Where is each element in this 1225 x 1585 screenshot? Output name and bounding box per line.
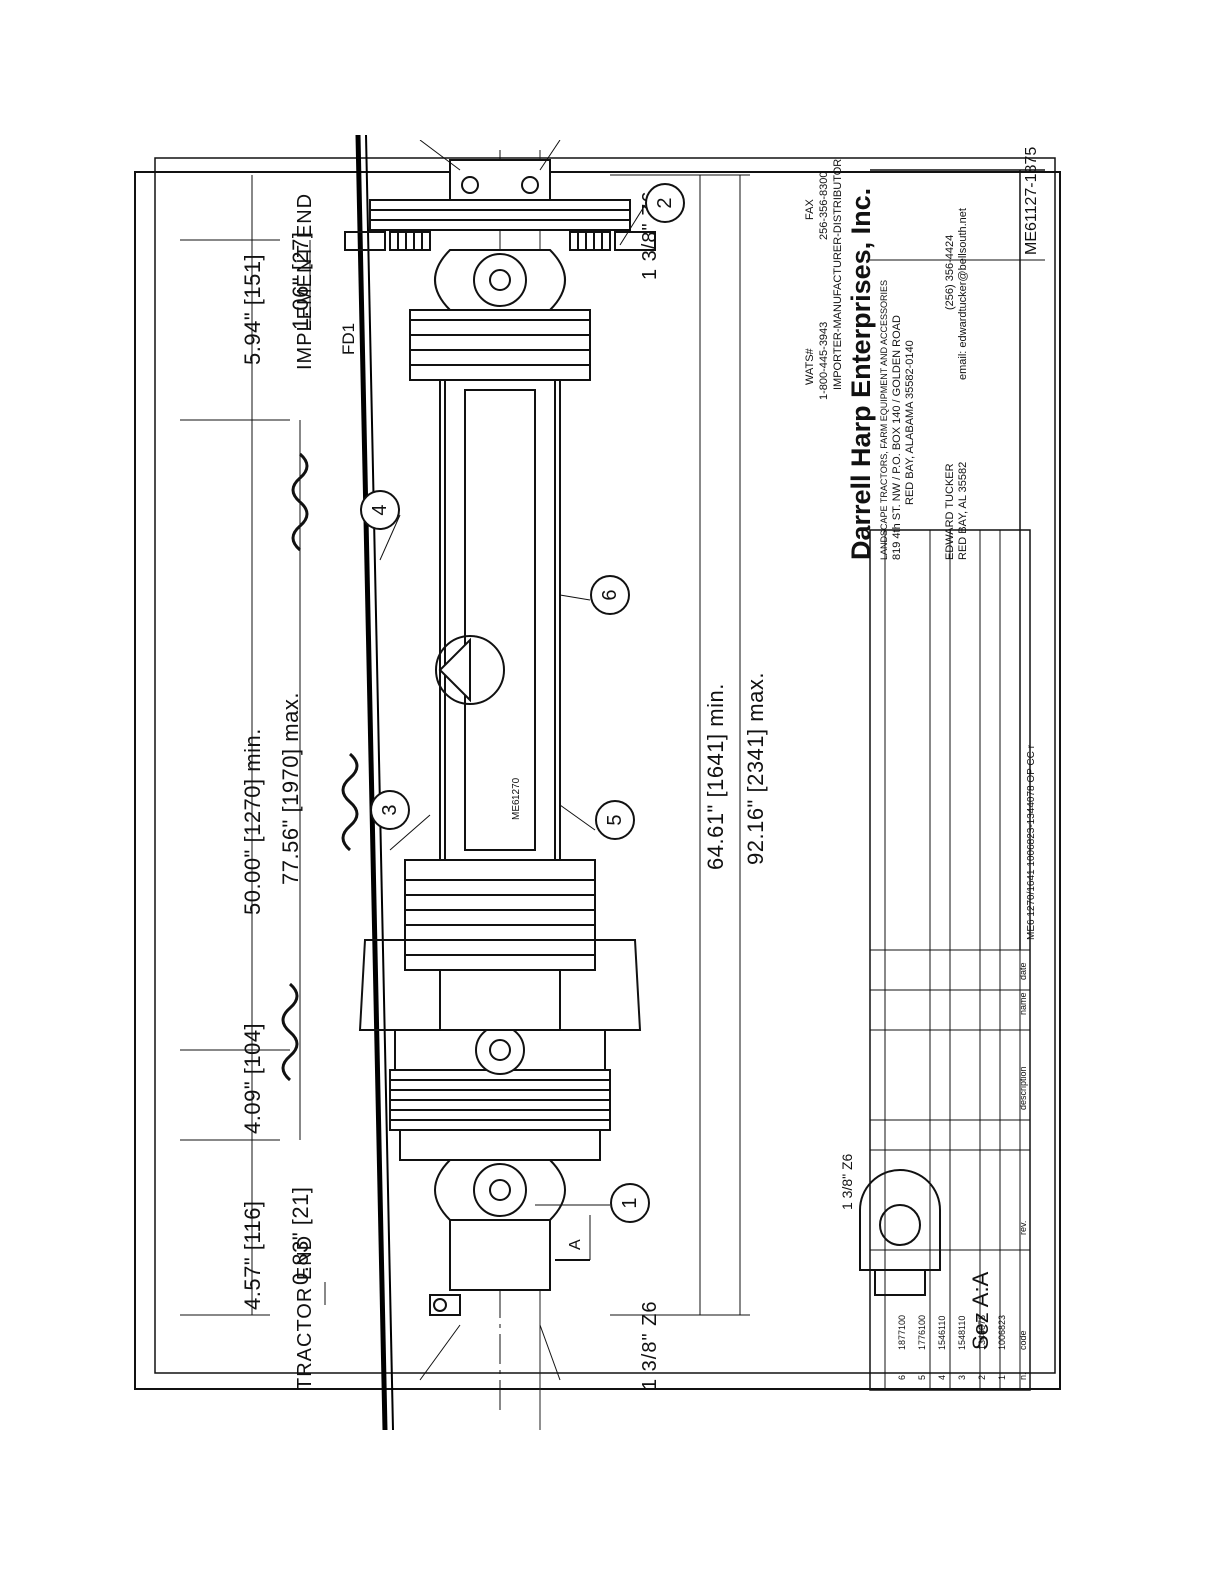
wats-number: 1-800-445-3943	[818, 321, 830, 400]
rotated-drawing: 4.57" [116] 4.09" [104] 50.00" [1270] mi…	[140, 140, 1050, 1410]
table-row-5-code: 1776100	[917, 1314, 927, 1350]
part-string: ME6 1270/1641 1006823-1344078 OP CC r	[1026, 745, 1037, 940]
dim-5-94: 5.94" [151]	[240, 253, 265, 365]
table-row-1-code: 1006823	[997, 1314, 1007, 1350]
table-header-name: name	[1018, 992, 1028, 1015]
company-address-2: RED BAY, ALABAMA 35582-0140	[904, 340, 916, 505]
fax-label: FAX	[804, 199, 816, 220]
company-address-1: 819 4th ST. NW / P.O. BOX 140 / GOLDEN R…	[891, 315, 903, 560]
table-row-1-n: 1	[997, 1374, 1007, 1380]
spline-left-label: 1 3/8" Z6	[639, 1300, 661, 1390]
wats-label: WATS#	[804, 348, 816, 385]
table-header-n: n.	[1018, 1372, 1028, 1380]
company-name: Darrell Harp Enterprises, Inc.	[846, 187, 876, 560]
scan-line	[355, 134, 388, 1431]
tube-label-1: ME6	[511, 799, 522, 820]
table-header-code: code	[1018, 1330, 1028, 1350]
table-row-2-n: 2	[977, 1374, 987, 1380]
dim-77-56: 77.56" [1970] max.	[278, 692, 303, 885]
balloon-3: 3	[370, 790, 410, 830]
dim-4-57: 4.57" [116]	[240, 1200, 265, 1310]
balloon-4: 4	[360, 490, 400, 530]
dim-64-61: 64.61" [1641] min.	[703, 683, 728, 870]
implement-end-label: IMPLEMENT END	[294, 192, 316, 370]
contact-phone: (256) 356-4424	[944, 234, 956, 310]
balloon-5: 5	[595, 800, 635, 840]
table-header-rev: rev.	[1018, 1220, 1028, 1235]
table-row-2-code: 1344078	[977, 1314, 987, 1350]
drawing-number: ME61127-1875	[1023, 146, 1040, 255]
table-row-4-n: 4	[937, 1374, 947, 1380]
contact-email: email: edwardtucker@bellsouth.net	[957, 208, 969, 380]
table-header-date: date	[1018, 962, 1028, 980]
table-row-4-code: 1546110	[937, 1315, 947, 1350]
table-row-3-code: 1548110	[957, 1315, 967, 1350]
contact-city: RED BAY, AL 35582	[957, 461, 969, 560]
tube-label-2: 1270	[511, 777, 522, 800]
dim-4-09: 4.09" [104]	[240, 1022, 265, 1134]
table-header-description: description	[1018, 1066, 1028, 1110]
company-tagline: LANDSCAPE TRACTORS, FARM EQUIPMENT AND A…	[879, 279, 889, 560]
contact-name: EDWARD TUCKER	[944, 463, 956, 560]
section-spline-label: 1 3/8" Z6	[839, 1153, 855, 1210]
balloon-1: 1	[610, 1183, 650, 1223]
table-row-6-code: 1877100	[897, 1314, 907, 1350]
table-row-5-n: 5	[917, 1374, 927, 1380]
fd1-label: FD1	[339, 322, 358, 355]
driveshaft-drawing	[180, 140, 1045, 1410]
table-row-6-n: 6	[897, 1374, 907, 1380]
fax-number: 256-356-8300	[818, 171, 830, 240]
balloon-6: 6	[590, 575, 630, 615]
dim-50-00: 50.00" [1270] min.	[240, 728, 265, 915]
balloon-2: 2	[645, 183, 685, 223]
section-a-marker: A	[567, 1239, 584, 1250]
company-role: IMPORTER-MANUFACTURER-DISTRIBUTOR	[832, 158, 844, 390]
tractor-end-label: TRACTOR END	[294, 1234, 316, 1390]
table-row-3-n: 3	[957, 1374, 967, 1380]
dim-92-16: 92.16" [2341] max.	[743, 672, 768, 865]
